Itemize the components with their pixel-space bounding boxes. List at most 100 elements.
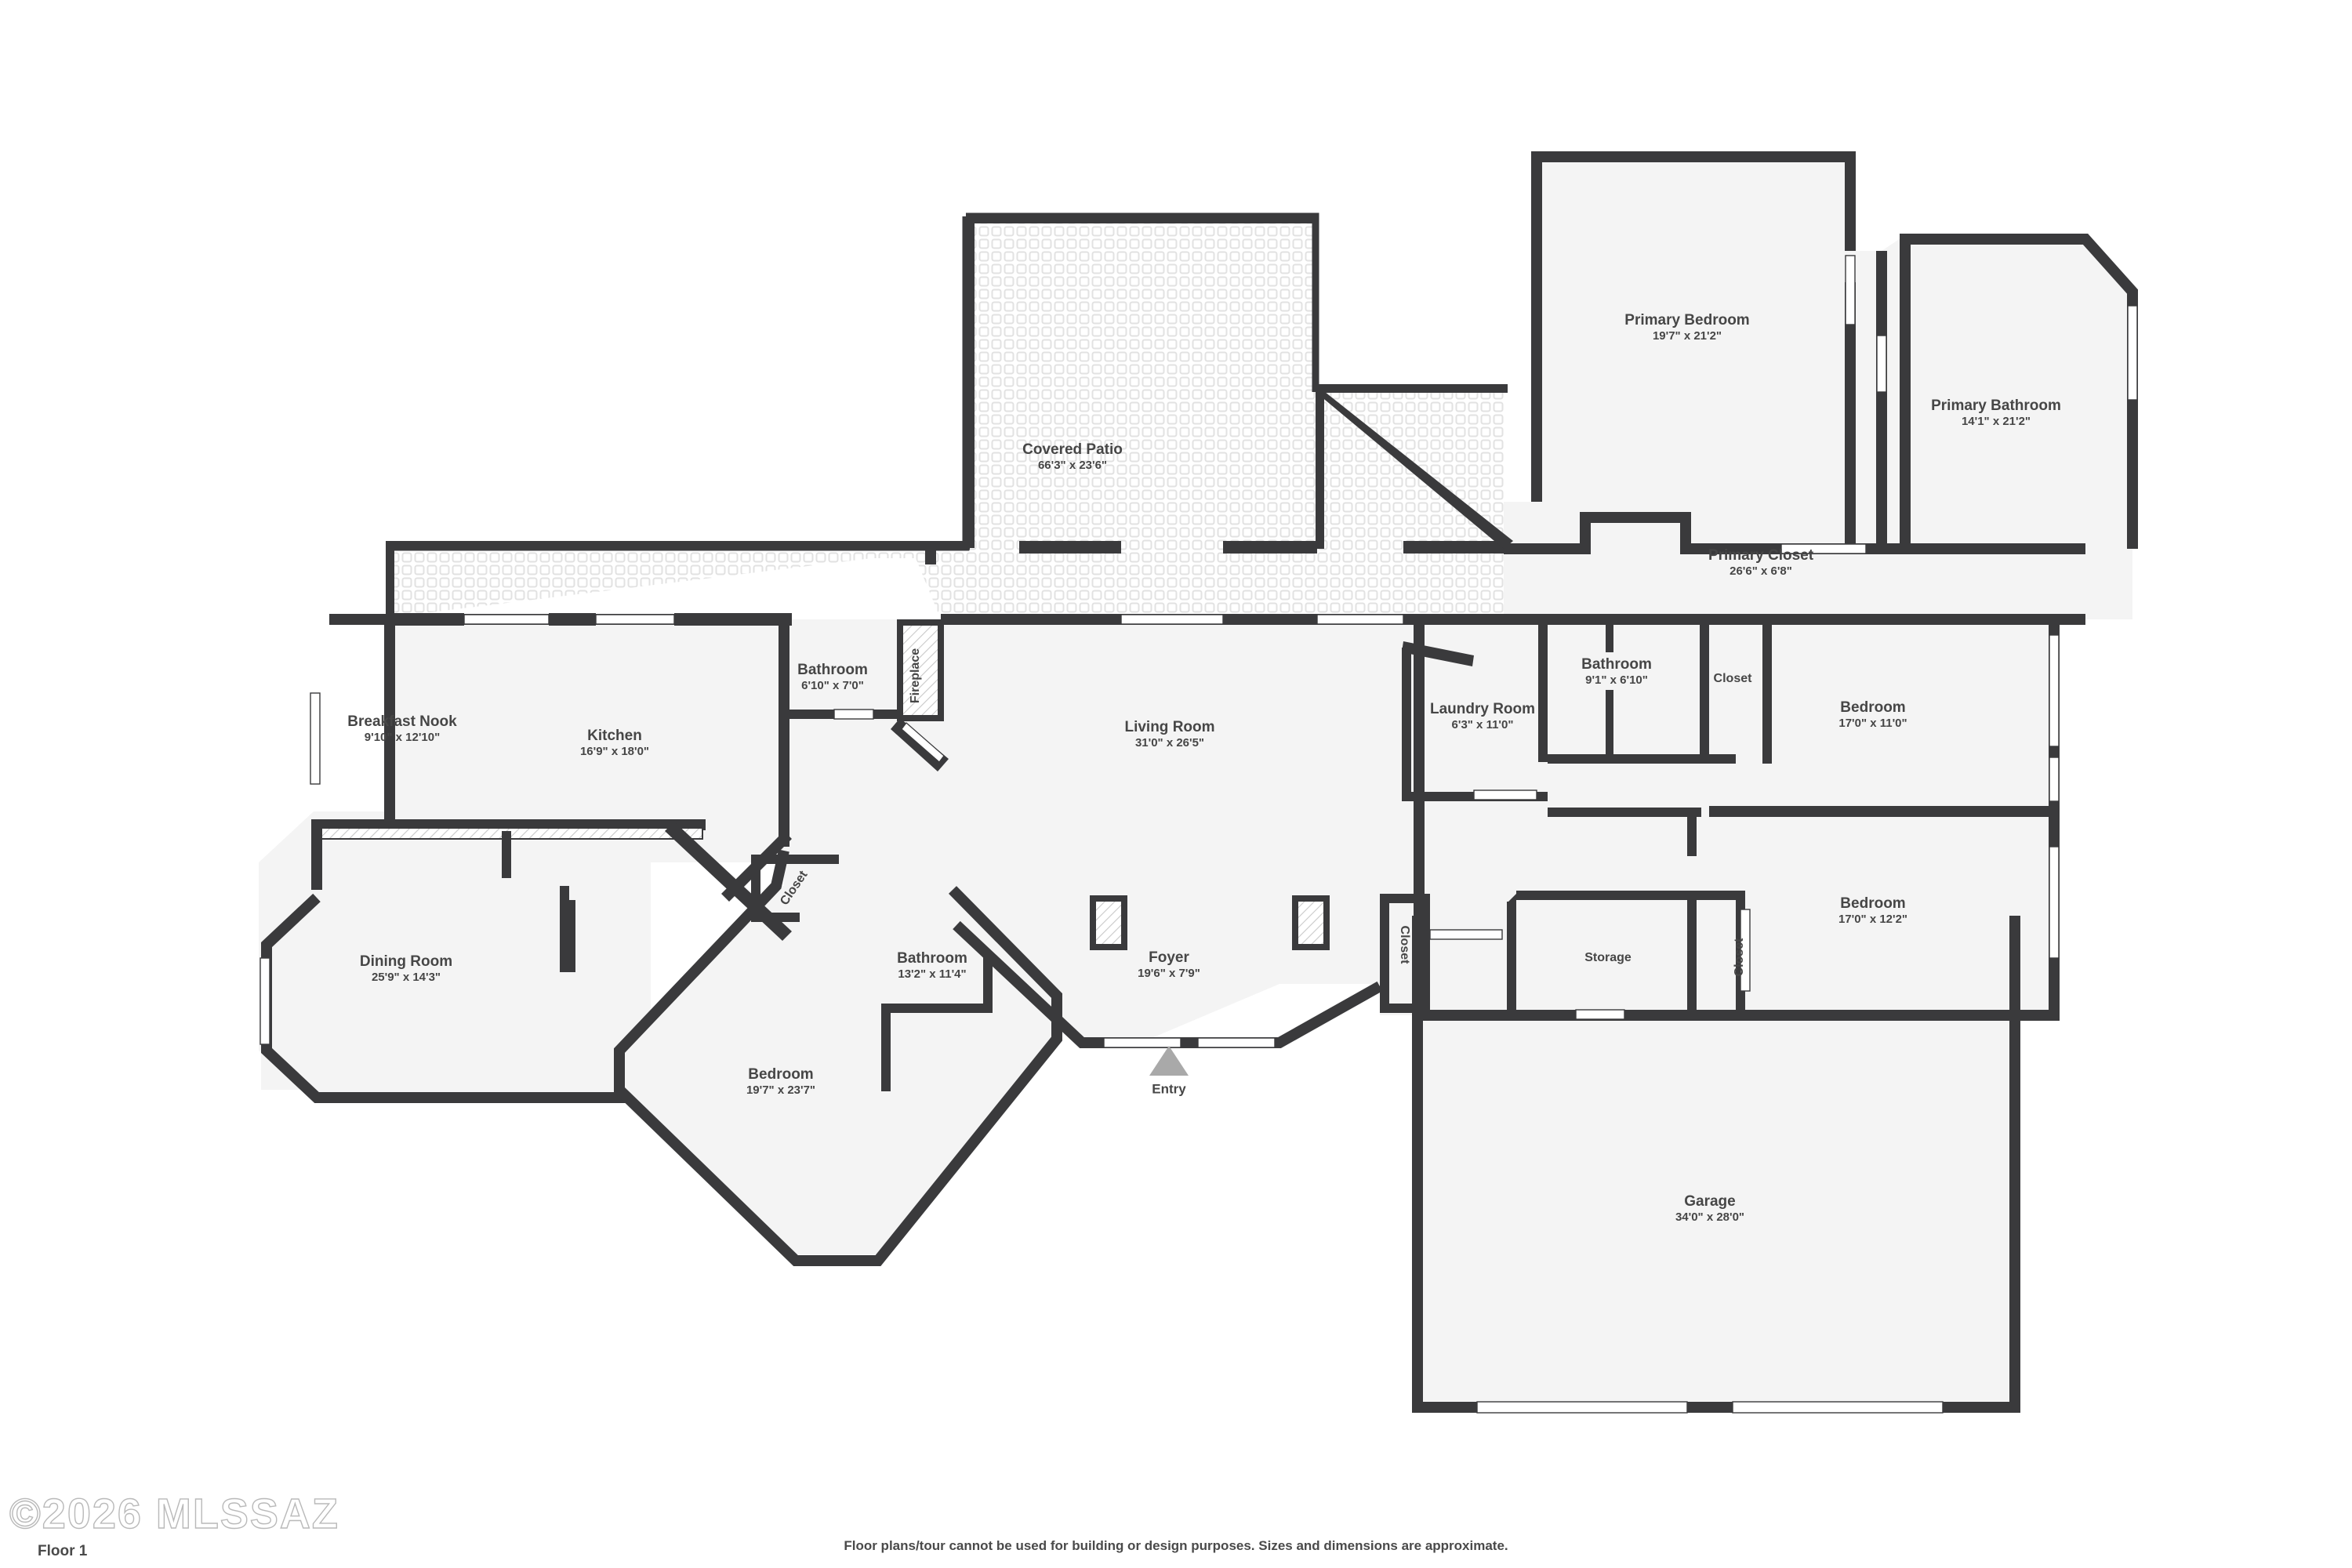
laundry-diag-wall bbox=[1402, 641, 1474, 666]
room-name: Bathroom bbox=[797, 662, 868, 678]
entry-door-right bbox=[1197, 1037, 1276, 1048]
wall-patio-step-top bbox=[1316, 384, 1508, 393]
room-name: Bedroom bbox=[748, 1066, 813, 1083]
patio-outline-west bbox=[386, 216, 970, 619]
room-dimensions: 16'9" x 18'0" bbox=[580, 745, 649, 758]
foyer-column-right-hatch bbox=[1298, 902, 1323, 944]
window-bed-e bbox=[2049, 846, 2060, 959]
door-closet-storage bbox=[1740, 909, 1751, 992]
door-bath-hall bbox=[833, 709, 874, 720]
room-dimensions: 13'2" x 11'4" bbox=[898, 967, 966, 981]
room-dimensions: 19'7" x 23'7" bbox=[746, 1083, 815, 1097]
closet-nook-wall bbox=[751, 855, 839, 864]
wall-house-north-g bbox=[1403, 541, 1505, 554]
small-room-label-closet-jack: Closet bbox=[1714, 672, 1753, 685]
jack-bath-bottom bbox=[1548, 754, 1736, 764]
jack-bath-stub-top bbox=[1606, 624, 1613, 652]
closet-foyer-box-t bbox=[1380, 894, 1430, 903]
watermark: ©2026 MLSSAZ bbox=[9, 1490, 339, 1537]
foyer-column-left-hatch bbox=[1096, 902, 1121, 944]
ne-wing-floor bbox=[1504, 154, 2132, 619]
room-dimensions: 25'9" x 14'3" bbox=[372, 971, 441, 984]
room-name: Bedroom bbox=[1840, 699, 1905, 716]
dining-stub bbox=[568, 900, 575, 972]
room-name: Covered Patio bbox=[1022, 441, 1123, 458]
window-nook-w bbox=[310, 692, 321, 785]
hall-south-wall bbox=[1548, 808, 1697, 817]
primary-bedroom-outline bbox=[1531, 151, 1856, 502]
room-name: Breakfast Nook bbox=[347, 713, 457, 730]
sw-bedroom-floor bbox=[612, 886, 1054, 1254]
door-storage bbox=[1575, 1009, 1625, 1020]
room-dimensions: 6'10" x 7'0" bbox=[801, 679, 864, 692]
room-name: Primary Bathroom bbox=[1931, 397, 2061, 414]
room-name: Dining Room bbox=[360, 953, 452, 970]
room-dimensions: 19'6" x 7'9" bbox=[1138, 967, 1200, 980]
room-name: Laundry Room bbox=[1430, 701, 1535, 717]
room-dimensions: 9'10" x 12'10" bbox=[365, 731, 440, 744]
room-name: Bathroom bbox=[1581, 656, 1652, 673]
bath-hall-left bbox=[779, 619, 789, 717]
jack-bath-left bbox=[1538, 624, 1548, 762]
room-dimensions: 9'1" x 6'10" bbox=[1585, 673, 1648, 687]
door-closet-foyer bbox=[1429, 929, 1503, 940]
storage-right bbox=[1687, 891, 1697, 1019]
closet-foyer-box-r bbox=[1421, 894, 1430, 1013]
small-room-label-closet-storage: Closet bbox=[1733, 938, 1746, 977]
sw-bedroom-outline bbox=[614, 849, 1062, 1266]
entry-label: Entry bbox=[1152, 1081, 1186, 1096]
window-pbath-e bbox=[2127, 305, 2138, 401]
door-bed-ne bbox=[2049, 757, 2060, 802]
room-name: Bedroom bbox=[1840, 895, 1905, 912]
swbath-part-2 bbox=[891, 1004, 993, 1013]
closet-foyer-box-l bbox=[1380, 894, 1389, 1013]
room-dimensions: 66'3" x 23'6" bbox=[1038, 459, 1107, 472]
jack-bath-right bbox=[1700, 624, 1709, 764]
dining-floor bbox=[259, 811, 651, 1098]
garage-floor bbox=[1417, 917, 2015, 1407]
east-bedrooms-floor bbox=[1504, 619, 2054, 1015]
jack-bath-stub-mid bbox=[1606, 690, 1613, 756]
small-room-label-closet-foyer: Closet bbox=[1398, 926, 1411, 965]
wall-house-north-e bbox=[1019, 541, 1121, 554]
room-name: Kitchen bbox=[587, 728, 642, 744]
room-name: Primary Closet bbox=[1708, 547, 1814, 564]
room-name: Living Room bbox=[1124, 719, 1214, 735]
hall-stub-a bbox=[1687, 815, 1697, 855]
small-room-label-fireplace: Fireplace bbox=[909, 648, 922, 703]
small-room-label-storage: Storage bbox=[1584, 951, 1632, 964]
closet-storage-top bbox=[1687, 891, 1745, 900]
window-bed-ne bbox=[2049, 634, 2060, 747]
wall-house-north-f bbox=[1223, 541, 1317, 554]
window-n2 bbox=[595, 614, 675, 625]
entry-marker bbox=[1149, 1046, 1189, 1076]
patio-floor bbox=[386, 215, 1504, 619]
garage-door-2 bbox=[1732, 1401, 1944, 1414]
laundry-left-wall bbox=[1402, 648, 1411, 801]
closet-nook-left bbox=[751, 855, 760, 922]
disclaimer-text: Floor plans/tour cannot be used for buil… bbox=[844, 1538, 1508, 1553]
window-n3 bbox=[1120, 614, 1224, 625]
door-primary-closet bbox=[1780, 543, 1867, 554]
primary-closet-outline bbox=[1504, 512, 2085, 554]
storage-left bbox=[1507, 902, 1516, 1019]
entry-door-left bbox=[1103, 1037, 1181, 1048]
kitchen-island-top bbox=[502, 831, 511, 878]
structural-walls bbox=[261, 151, 2138, 1413]
windows-and-openings bbox=[260, 255, 2138, 1414]
interior-partitions bbox=[321, 619, 2015, 1091]
room-dimensions: 31'0" x 26'5" bbox=[1135, 736, 1204, 750]
